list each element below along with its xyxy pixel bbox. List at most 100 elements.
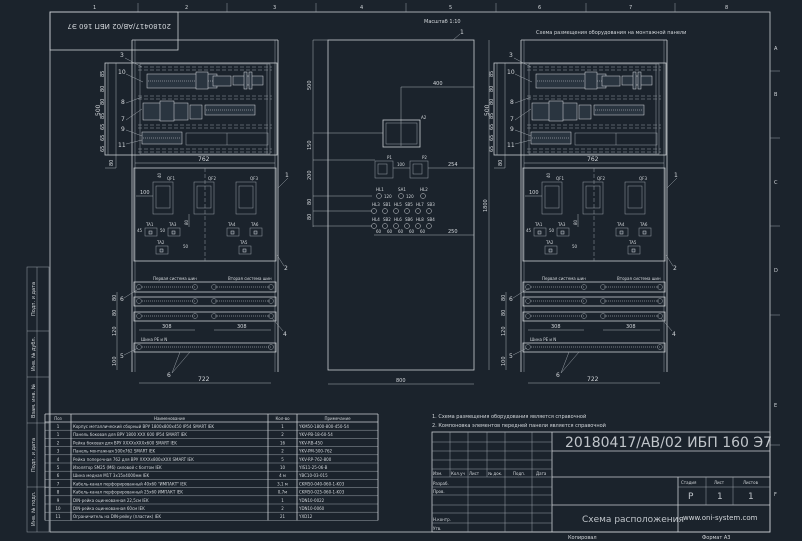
dim-label: 100 [140, 190, 150, 196]
column-ruler: 1 2 3 4 5 6 7 8 [93, 3, 728, 12]
table-cell: 10 [280, 465, 286, 470]
row-letter: F [774, 492, 777, 498]
hmi-label: A2 [421, 115, 427, 120]
row-ruler: A B C D E F [770, 46, 780, 498]
table-cell: Ограничитель на DIN-рейку (пластик) IEK [73, 514, 161, 519]
button-label: HL2 [420, 187, 428, 192]
copied-label: Копировал [568, 535, 597, 541]
bus-label: Первая система шин [153, 276, 197, 281]
side-stamp: Подп. и дата Инв. № дубл. Взам. инв. № П… [26, 266, 50, 533]
row-letter: E [774, 403, 777, 409]
callout: 2 [284, 265, 288, 272]
callout: 1 [460, 29, 464, 36]
table-cell: 3 [57, 449, 60, 454]
row-letter: D [774, 268, 778, 274]
table-cell: CKM50-040-060-1-K03 [299, 481, 345, 486]
dim-label: 400 [433, 81, 443, 87]
role-label: Утв. [433, 526, 441, 531]
button-label: SB4 [427, 217, 435, 222]
dim-label: 150 [307, 140, 313, 150]
dim-label: 1800 [483, 199, 489, 212]
dim-label: 50 [183, 244, 189, 249]
table-cell: 2 [57, 440, 60, 445]
role-label: Н.контр. [433, 517, 451, 522]
callout: 9 [121, 126, 125, 133]
dim-label: 50 [160, 228, 166, 233]
dim-label: 60 [420, 229, 426, 234]
callout: 1 [285, 172, 289, 179]
table-cell: YKV-PB-18-60-54 [298, 432, 333, 437]
table-header: Примечание [324, 416, 351, 421]
dim-label: 60 [376, 229, 382, 234]
dim-label: 100 [397, 162, 405, 167]
callout: 6 [120, 296, 124, 303]
ta-label: TA4 [227, 222, 236, 227]
panel-width: 762 [198, 156, 210, 163]
table-cell: 16 [280, 440, 286, 445]
bus-label: Вторая система шин [228, 276, 272, 281]
table-cell: Панель боковая для ВРУ 1800 XXX 600 IP54… [73, 432, 187, 437]
table-cell: Панель монтажная 500х762 SMART IEK [73, 449, 155, 454]
dim-label: 80 [100, 86, 106, 92]
rev-header: Дата [536, 471, 547, 476]
dim-label: 120 [406, 194, 414, 199]
sheet-frame [49, 11, 771, 533]
rev-header: Изм. [433, 471, 442, 476]
stamp-code: 20180417/AB/02 ИБП 160 Э7 [67, 22, 171, 30]
scale-label: Масштаб 1:10 [424, 19, 461, 25]
meter-label: P1 [387, 155, 392, 160]
dim-label: 120 [384, 194, 392, 199]
button-label: HL7 [416, 202, 424, 207]
title-block: 20180417/AB/02 ИБП 160 Э7 Изм. Кол.уч Ли… [431, 431, 772, 541]
table-cell: YBC10-03-015 [298, 473, 328, 478]
table-cell: YKV-RB-450 [298, 440, 323, 445]
dim-label: 45 [137, 228, 143, 233]
table-cell: YKV-RP-762-800 [298, 457, 332, 462]
column-number: 6 [538, 5, 541, 11]
dim-label: 40 [157, 172, 162, 178]
dim-label: 65 [100, 124, 106, 130]
column-number: 3 [273, 5, 276, 11]
dim-label: 100 [112, 356, 118, 366]
table-cell: Изолятор SM25 (M6) силовой с болтом IEK [73, 465, 162, 470]
callout: 11 [118, 142, 126, 149]
side-stamp-label: Инв. № дубл. [31, 336, 37, 371]
stage-label: Стадия [681, 480, 697, 485]
dim-label: 80 [184, 219, 189, 225]
website: www.oni-system.com [683, 514, 758, 522]
table-cell: 3,1 м [277, 481, 288, 486]
table-cell: Рейка боковая для ВРУ XXXXxXXXx600 SMART… [73, 440, 177, 445]
table-cell: 1 [57, 424, 60, 429]
dim-label: 120 [112, 326, 118, 336]
callout: 6 [167, 372, 171, 379]
table-cell: 11 [55, 514, 61, 519]
rev-header: № док. [488, 471, 502, 476]
dim-label: 65 [100, 146, 106, 152]
bus-label: Шина PE и N [141, 337, 167, 342]
sheet-label: Лист [714, 480, 725, 485]
table-cell: DIN-рейка оцинкованная 22,5см IEK [73, 498, 149, 503]
table-cell: 21 [280, 514, 286, 519]
button-label: HL3 [372, 202, 380, 207]
cabinet-internal-view-right [483, 39, 679, 384]
ta-label: TA5 [239, 240, 248, 245]
dim-label: 60 [409, 229, 415, 234]
callout: 7 [121, 116, 125, 123]
callout: 3 [120, 52, 124, 59]
dim-label: 80 [100, 99, 106, 105]
dim-label: 80 [112, 310, 118, 316]
table-cell: Шина медная М1Т 3х15х4000мм IEK [73, 473, 149, 478]
dim-label: 65 [100, 135, 106, 141]
table-cell: YKV-PM-500-762 [298, 449, 332, 454]
callout: 4 [283, 331, 287, 338]
dim-label: 60 [387, 229, 393, 234]
table-cell: Рейка поперечная 762 для ВРУ XXXXx800xXX… [73, 457, 194, 462]
stage-value: Р [688, 492, 694, 502]
table-cell: 10 [55, 506, 61, 511]
table-cell: 4 м [279, 473, 286, 478]
table-cell: 2 [281, 432, 284, 437]
dim-label: 500 [307, 80, 313, 90]
table-header: Наименование [154, 416, 186, 421]
row-letter: A [774, 46, 778, 52]
